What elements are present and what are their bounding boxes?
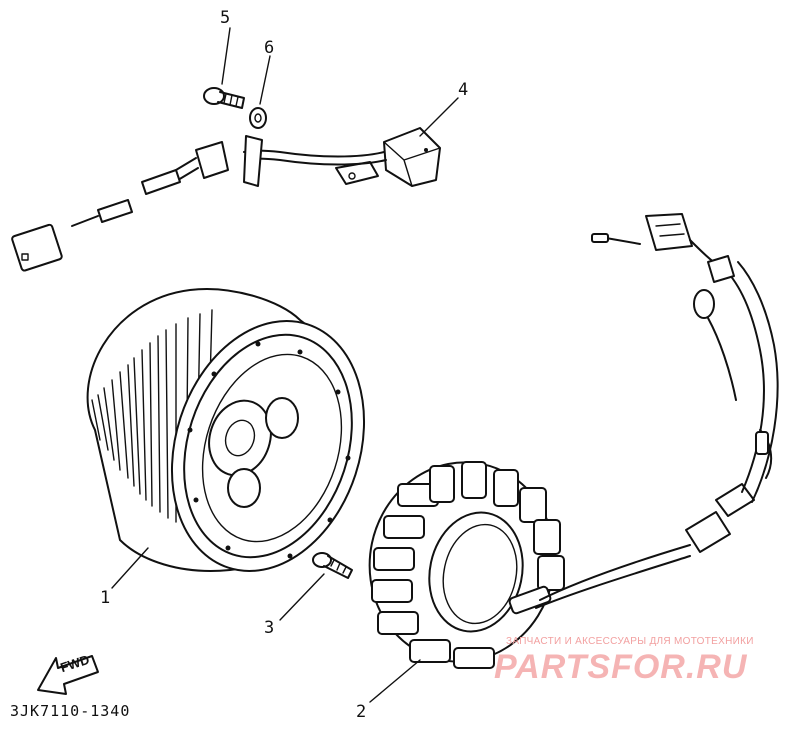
pickup-coil bbox=[11, 127, 441, 272]
flywheel-rotor bbox=[86, 288, 366, 573]
diagram-part-code: 3JK7110-1340 bbox=[10, 702, 131, 720]
pickup-washer bbox=[249, 107, 267, 129]
callout-1: 1 bbox=[100, 588, 111, 608]
callout-4: 4 bbox=[458, 80, 469, 100]
watermark-tagline: ЗАПЧАСТИ И АКСЕССУАРЫ ДЛЯ МОТОТЕХНИКИ bbox=[506, 636, 754, 647]
callout-3: 3 bbox=[264, 618, 275, 638]
watermark-logo: PARTSFOR.RU bbox=[494, 648, 748, 686]
fwd-arrow-icon bbox=[37, 655, 99, 695]
callout-5: 5 bbox=[220, 8, 231, 28]
callout-2: 2 bbox=[356, 702, 367, 722]
leader-lines bbox=[111, 27, 459, 703]
pickup-bolt bbox=[203, 87, 245, 109]
stator-screw bbox=[312, 552, 353, 579]
stator-coil-assembly bbox=[368, 213, 779, 669]
callout-6: 6 bbox=[264, 38, 275, 58]
